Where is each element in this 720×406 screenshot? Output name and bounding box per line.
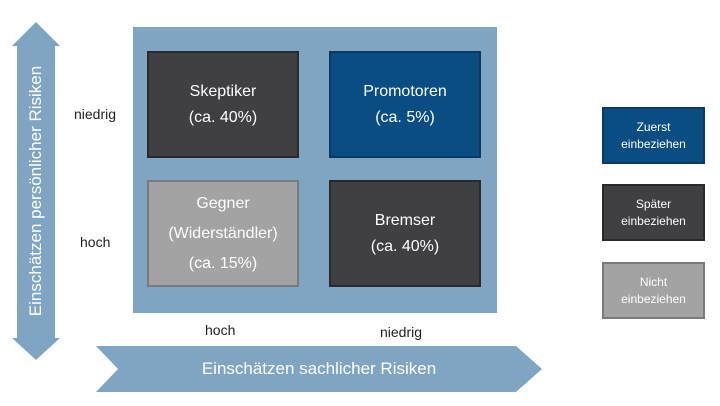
- y-tick-hoch: hoch: [80, 234, 111, 250]
- quadrant-promotoren-share: (ca. 5%): [375, 108, 435, 126]
- quadrant-bremser-share: (ca. 40%): [370, 237, 440, 255]
- quadrant-bremser-name: Bremser: [374, 211, 436, 229]
- legend-zuerst-line1: Zuerst: [636, 119, 671, 134]
- x-tick-niedrig: niedrig: [380, 324, 423, 340]
- legend-zuerst-einbeziehen: Zuerst einbeziehen: [602, 107, 705, 164]
- quadrant-promotoren-name: Promotoren: [363, 82, 447, 100]
- legend-zuerst-line2: einbeziehen: [621, 136, 686, 151]
- x-axis-title: Einschätzen sachlicher Risiken: [201, 359, 437, 378]
- legend-nicht-einbeziehen: Nicht einbeziehen: [602, 262, 705, 319]
- legend-spaeter-einbeziehen: Später einbeziehen: [602, 184, 705, 241]
- quadrant-promotoren: Promotoren (ca. 5%): [329, 51, 481, 158]
- x-axis-arrow: [96, 346, 542, 392]
- y-axis-title: Einschätzen persönlicher Risiken: [26, 65, 45, 317]
- quadrant-gegner-name: Gegner: [196, 194, 250, 212]
- y-tick-niedrig: niedrig: [74, 106, 117, 122]
- quadrant-skeptiker: Skeptiker (ca. 40%): [147, 51, 299, 158]
- legend-spaeter-line1: Später: [635, 196, 672, 211]
- quadrant-bremser: Bremser (ca. 40%): [329, 180, 481, 287]
- quadrant-gegner: Gegner (Widerständler) (ca. 15%): [147, 180, 299, 287]
- x-tick-hoch: hoch: [205, 322, 236, 338]
- legend-nicht-line1: Nicht: [639, 274, 668, 289]
- y-axis-arrow: [12, 22, 60, 360]
- quadrant-skeptiker-name: Skeptiker: [189, 82, 257, 100]
- quadrant-gegner-share: (ca. 15%): [188, 254, 258, 272]
- quadrant-gegner-subtitle: (Widerständler): [168, 224, 278, 242]
- quadrant-skeptiker-share: (ca. 40%): [188, 108, 258, 126]
- risk-matrix: Skeptiker (ca. 40%) Promotoren (ca. 5%) …: [133, 27, 497, 313]
- legend-nicht-line2: einbeziehen: [621, 291, 686, 306]
- legend-spaeter-line2: einbeziehen: [621, 213, 686, 228]
